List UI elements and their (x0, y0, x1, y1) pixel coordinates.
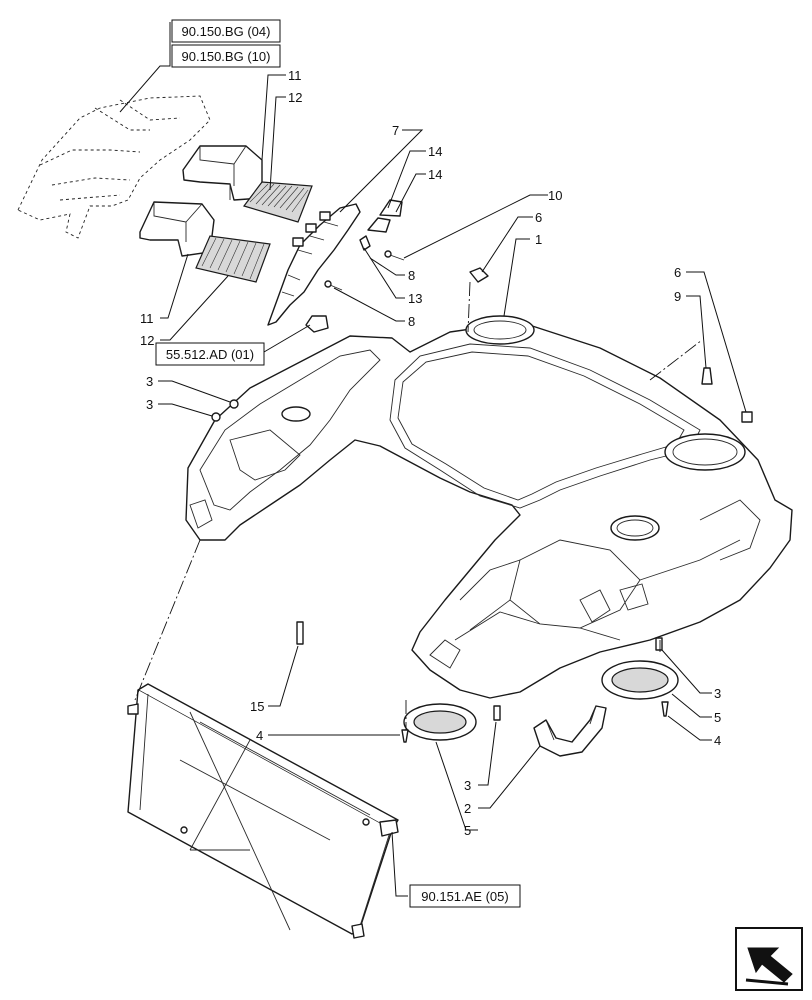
ghost-air-duct (17, 95, 211, 239)
screw-3-center (493, 705, 501, 721)
screw-3-right (655, 637, 663, 651)
callout-5-left: 5 (464, 823, 471, 838)
headliner-panel (185, 315, 793, 699)
center-lines (134, 281, 703, 730)
callout-14-a: 14 (428, 144, 442, 159)
callout-15: 15 (250, 699, 264, 714)
screw-3-left-a (229, 399, 239, 409)
clip-upper (379, 199, 403, 217)
ref-box-55-512-ad-01[interactable]: 55.512.AD (01) (155, 342, 265, 366)
vent-grille-upper (243, 181, 313, 223)
air-vent-housing-lower (139, 201, 215, 257)
callout-3-center: 3 (464, 778, 471, 793)
callout-10: 10 (548, 188, 562, 203)
callout-3-left-a: 3 (146, 374, 153, 389)
ref-text-55-512-ad-01: 55.512.AD (01) (166, 347, 254, 362)
ref-box-90-150-bg-04[interactable]: 90.150.BG (04) (171, 19, 281, 43)
screw-3-left-b (211, 412, 221, 422)
sun-visor-frame (127, 683, 399, 939)
callout-4-right: 4 (714, 733, 721, 748)
speaker-grille-right (601, 660, 679, 700)
callout-8-mid: 8 (408, 268, 415, 283)
next-page-arrow-icon[interactable] (735, 927, 803, 991)
callout-6-top: 6 (535, 210, 542, 225)
callout-9: 9 (674, 289, 681, 304)
callout-3-right: 3 (714, 686, 721, 701)
leader-lines (119, 22, 747, 897)
ref-text-90-151-ae-05: 90.151.AE (05) (421, 889, 508, 904)
callout-5-right: 5 (714, 710, 721, 725)
callout-4-left: 4 (256, 728, 263, 743)
callout-14-b: 14 (428, 167, 442, 182)
clip-6-right (741, 411, 753, 423)
vent-bracket (267, 203, 361, 326)
screw-4-right (661, 701, 669, 717)
callout-2: 2 (464, 801, 471, 816)
vent-grille-lower (195, 235, 271, 283)
ref-text-90-150-bg-04: 90.150.BG (04) (182, 24, 271, 39)
grab-handle (533, 705, 607, 757)
speaker-grille-left (403, 703, 477, 741)
plug-13 (359, 235, 371, 251)
air-vent-housing-upper (182, 145, 263, 201)
callout-12-top: 12 (288, 90, 302, 105)
screw-8-lower (324, 280, 343, 291)
pin-9 (701, 367, 713, 385)
ref-text-90-150-bg-10: 90.150.BG (10) (182, 49, 271, 64)
callout-labels: 11 12 7 14 14 10 6 1 8 13 8 11 12 3 3 6 … (140, 68, 721, 838)
callout-12-lower: 12 (140, 333, 154, 348)
plug-15 (296, 621, 304, 645)
callout-11-lower: 11 (140, 311, 154, 326)
ref-box-90-150-bg-10[interactable]: 90.150.BG (10) (171, 44, 281, 68)
screw-4-left (401, 729, 409, 743)
clip-6-upper (469, 267, 489, 283)
ref-box-90-151-ae-05[interactable]: 90.151.AE (05) (409, 884, 521, 908)
callout-6-right: 6 (674, 265, 681, 280)
connector-55-512 (305, 315, 329, 333)
callout-3-left-b: 3 (146, 397, 153, 412)
callout-13: 13 (408, 291, 422, 306)
clip-lower (367, 217, 391, 233)
callout-1: 1 (535, 232, 542, 247)
callout-7: 7 (392, 123, 399, 138)
callout-8-lower: 8 (408, 314, 415, 329)
callout-11-top: 11 (288, 68, 302, 83)
screw-8-upper (384, 250, 405, 261)
